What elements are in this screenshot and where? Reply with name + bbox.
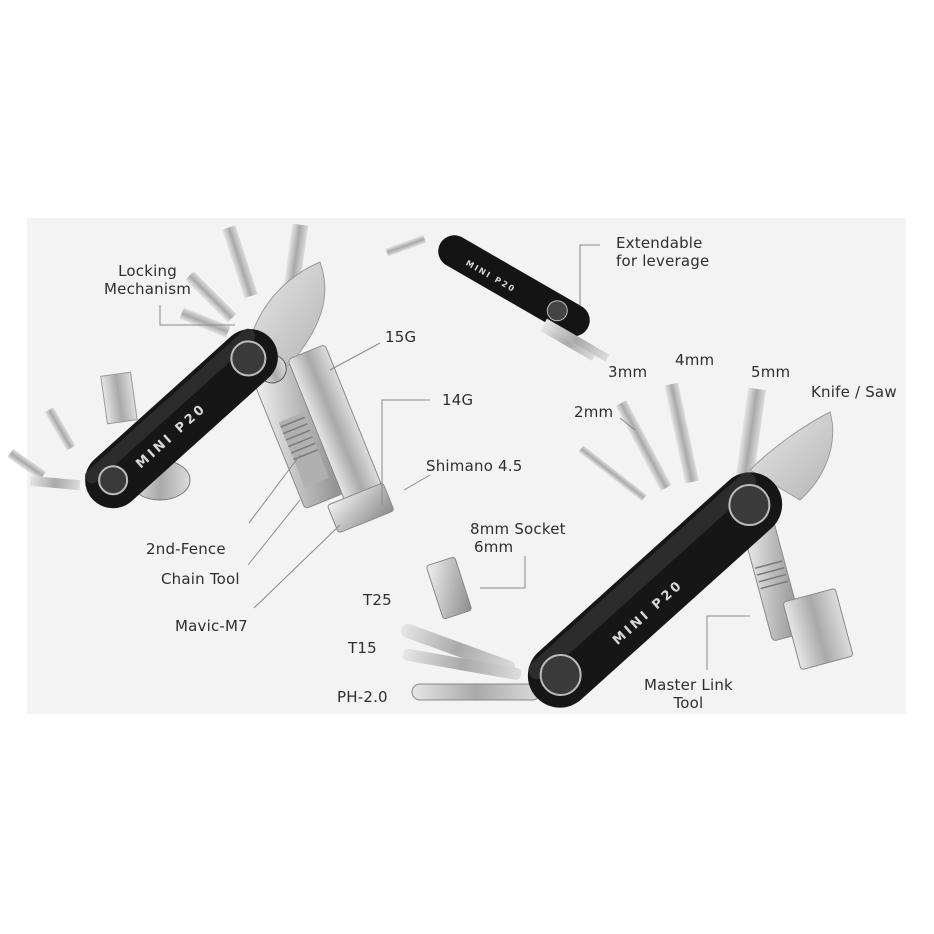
right-multitool: MINI P20 bbox=[400, 382, 854, 708]
callout-14g: 14G bbox=[442, 391, 474, 409]
callout-master-link: Master Link Tool bbox=[644, 676, 733, 712]
leader-lines bbox=[159, 244, 750, 670]
left-hex-keys-icon bbox=[179, 223, 309, 338]
callout-locking-mechanism: Locking Mechanism bbox=[104, 262, 192, 298]
callout-ph20: PH-2.0 bbox=[337, 688, 388, 706]
left-pivot-bolt-icon bbox=[230, 340, 267, 377]
callout-socket: 8mm Socket 6mm bbox=[470, 520, 566, 556]
callout-shimano: Shimano 4.5 bbox=[426, 457, 523, 475]
folded-multitool: MINI P20 bbox=[385, 234, 610, 362]
right-tool-body bbox=[527, 472, 783, 708]
callout-mavic: Mavic-M7 bbox=[175, 617, 248, 635]
callout-15g: 15G bbox=[385, 328, 417, 346]
callout-2mm: 2mm bbox=[574, 403, 614, 421]
left-multitool: MINI P20 bbox=[7, 223, 394, 533]
right-knife-blade-icon bbox=[749, 411, 834, 501]
callout-5mm: 5mm bbox=[751, 363, 791, 381]
socket-8mm-icon bbox=[426, 557, 472, 619]
callout-2nd-fence: 2nd-Fence bbox=[146, 540, 226, 558]
right-bits-icon bbox=[400, 623, 541, 701]
right-hex-keys-icon bbox=[578, 382, 766, 502]
callout-4mm: 4mm bbox=[675, 351, 715, 369]
callout-3mm: 3mm bbox=[608, 363, 648, 381]
callout-extendable: Extendable for leverage bbox=[616, 234, 710, 270]
callout-knife-saw: Knife / Saw bbox=[811, 383, 897, 401]
right-chain-tool-icon bbox=[742, 517, 854, 670]
right-pivot-bolt-icon bbox=[539, 653, 582, 696]
left-tool-body bbox=[85, 329, 278, 509]
callout-t25: T25 bbox=[363, 591, 392, 609]
callout-chain-tool: Chain Tool bbox=[161, 570, 240, 588]
callout-t15: T15 bbox=[348, 639, 377, 657]
